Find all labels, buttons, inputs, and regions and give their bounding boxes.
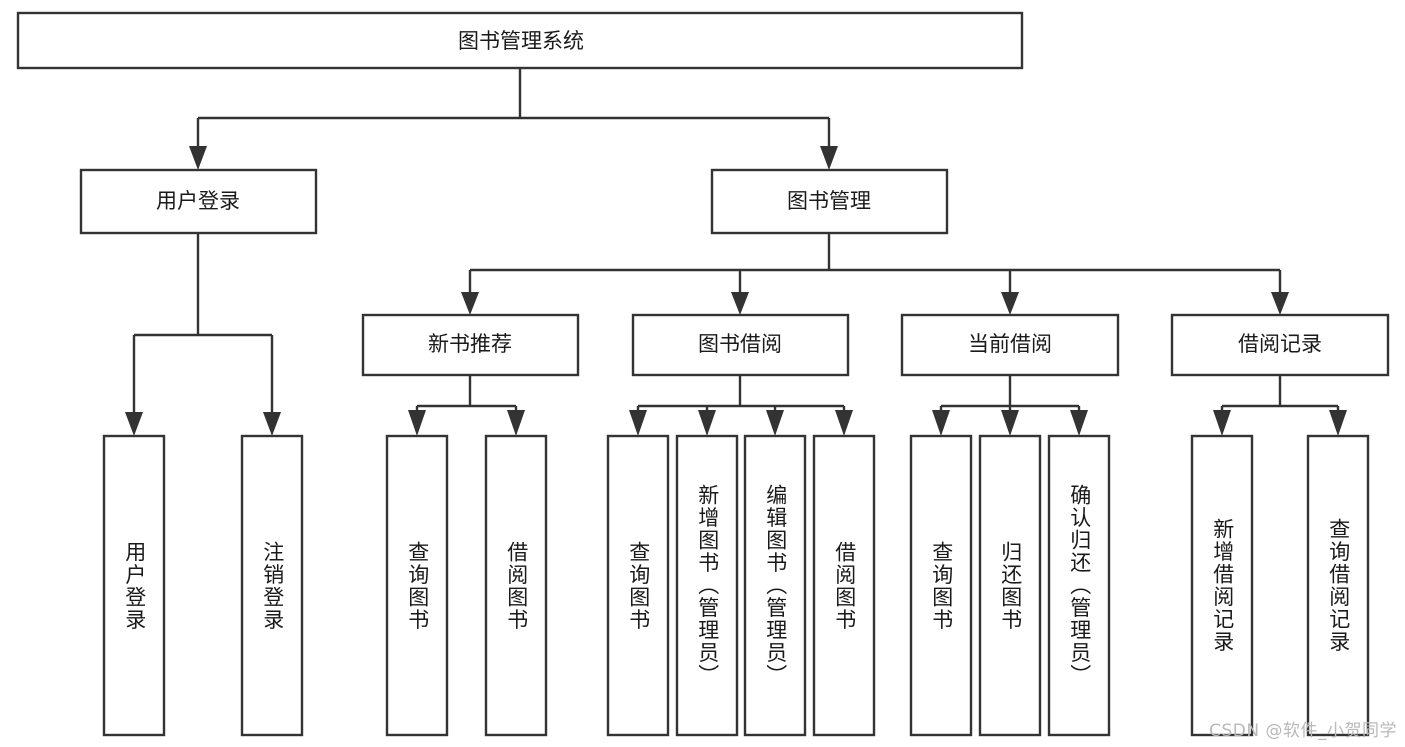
connector-group-book-manage bbox=[461, 233, 1289, 315]
watermark-text: CSDN @软件_小贺同学 bbox=[1209, 721, 1397, 741]
leaf-box-cb-1[interactable] bbox=[978, 434, 1042, 737]
arrow-head-new-book-recommend bbox=[461, 292, 479, 315]
connector-group-new-book-recommend bbox=[408, 375, 525, 436]
node-user-login-label: 用户登录 bbox=[156, 189, 240, 213]
leaf-box-bb-3[interactable] bbox=[812, 434, 876, 737]
arrow-head-bb-leaf-4 bbox=[835, 410, 853, 436]
node-book-borrow-box[interactable] bbox=[631, 313, 850, 377]
node-borrow-record-box[interactable] bbox=[1170, 313, 1390, 377]
leaf-box-cb-0[interactable] bbox=[909, 434, 973, 737]
connector-group-current-borrow bbox=[932, 375, 1088, 436]
node-new-book-recommend[interactable]: 新书推荐 bbox=[361, 313, 580, 377]
arrow-head-br-leaf-2 bbox=[1329, 410, 1347, 436]
node-book-manage[interactable]: 图书管理 bbox=[710, 168, 949, 235]
arrow-head-nbr-leaf-1 bbox=[408, 410, 426, 436]
leaf-box-cb-2[interactable] bbox=[1047, 434, 1111, 737]
arrow-head-leaf-logout bbox=[263, 412, 281, 436]
node-root-box[interactable] bbox=[16, 11, 1024, 70]
node-book-manage-box[interactable] bbox=[710, 168, 949, 235]
node-book-borrow-label: 图书借阅 bbox=[698, 332, 782, 356]
leaf-box-nbr-1[interactable] bbox=[484, 434, 548, 737]
leaf-box-br-0[interactable] bbox=[1190, 434, 1254, 737]
node-root-label: 图书管理系统 bbox=[458, 29, 584, 53]
node-root[interactable]: 图书管理系统 bbox=[16, 11, 1024, 70]
leaf-box-user-login-1[interactable] bbox=[240, 434, 304, 737]
leaf-boxes-borrow-record bbox=[1190, 434, 1370, 737]
arrow-head-borrow-record bbox=[1271, 292, 1289, 315]
leaf-boxes-book-borrow bbox=[606, 434, 876, 737]
node-current-borrow-label: 当前借阅 bbox=[968, 332, 1052, 356]
arrow-head-br-leaf-1 bbox=[1213, 410, 1231, 436]
node-new-book-recommend-box[interactable] bbox=[361, 313, 580, 377]
arrow-head-user-login bbox=[189, 146, 207, 170]
arrow-head-book-borrow bbox=[731, 292, 749, 315]
connector-group-borrow-record bbox=[1213, 375, 1347, 436]
connector-group-user-login bbox=[125, 233, 281, 436]
leaf-box-nbr-0[interactable] bbox=[385, 434, 449, 737]
node-new-book-recommend-label: 新书推荐 bbox=[428, 332, 512, 356]
arrow-head-book-manage bbox=[820, 146, 838, 170]
connector-group-root bbox=[189, 68, 838, 170]
node-user-login-box[interactable] bbox=[79, 168, 318, 235]
leaf-box-bb-2[interactable] bbox=[743, 434, 807, 737]
arrow-head-bb-leaf-3 bbox=[766, 410, 784, 436]
node-user-login[interactable]: 用户登录 bbox=[79, 168, 318, 235]
arrow-head-cb-leaf-3 bbox=[1070, 410, 1088, 436]
arrow-head-nbr-leaf-2 bbox=[507, 410, 525, 436]
leaf-boxes-current-borrow bbox=[909, 434, 1111, 737]
node-borrow-record[interactable]: 借阅记录 bbox=[1170, 313, 1390, 377]
arrow-head-cb-leaf-1 bbox=[932, 410, 950, 436]
leaf-box-user-login-0[interactable] bbox=[102, 434, 166, 737]
leaf-box-bb-1[interactable] bbox=[675, 434, 739, 737]
leaf-box-br-1[interactable] bbox=[1306, 434, 1370, 737]
node-current-borrow-box[interactable] bbox=[900, 313, 1120, 377]
arrow-head-current-borrow bbox=[1001, 292, 1019, 315]
node-book-manage-label: 图书管理 bbox=[787, 189, 871, 213]
arrow-head-cb-leaf-2 bbox=[1001, 410, 1019, 436]
node-current-borrow[interactable]: 当前借阅 bbox=[900, 313, 1120, 377]
node-borrow-record-label: 借阅记录 bbox=[1238, 332, 1322, 356]
leaf-boxes-new-book-recommend bbox=[385, 434, 548, 737]
arrow-head-bb-leaf-1 bbox=[629, 410, 647, 436]
leaf-box-bb-0[interactable] bbox=[606, 434, 670, 737]
arrow-head-leaf-user-login bbox=[125, 412, 143, 436]
node-book-borrow[interactable]: 图书借阅 bbox=[631, 313, 850, 377]
arrow-head-bb-leaf-2 bbox=[698, 410, 716, 436]
connector-group-book-borrow bbox=[629, 375, 853, 436]
leaf-boxes-user-login bbox=[102, 434, 304, 737]
